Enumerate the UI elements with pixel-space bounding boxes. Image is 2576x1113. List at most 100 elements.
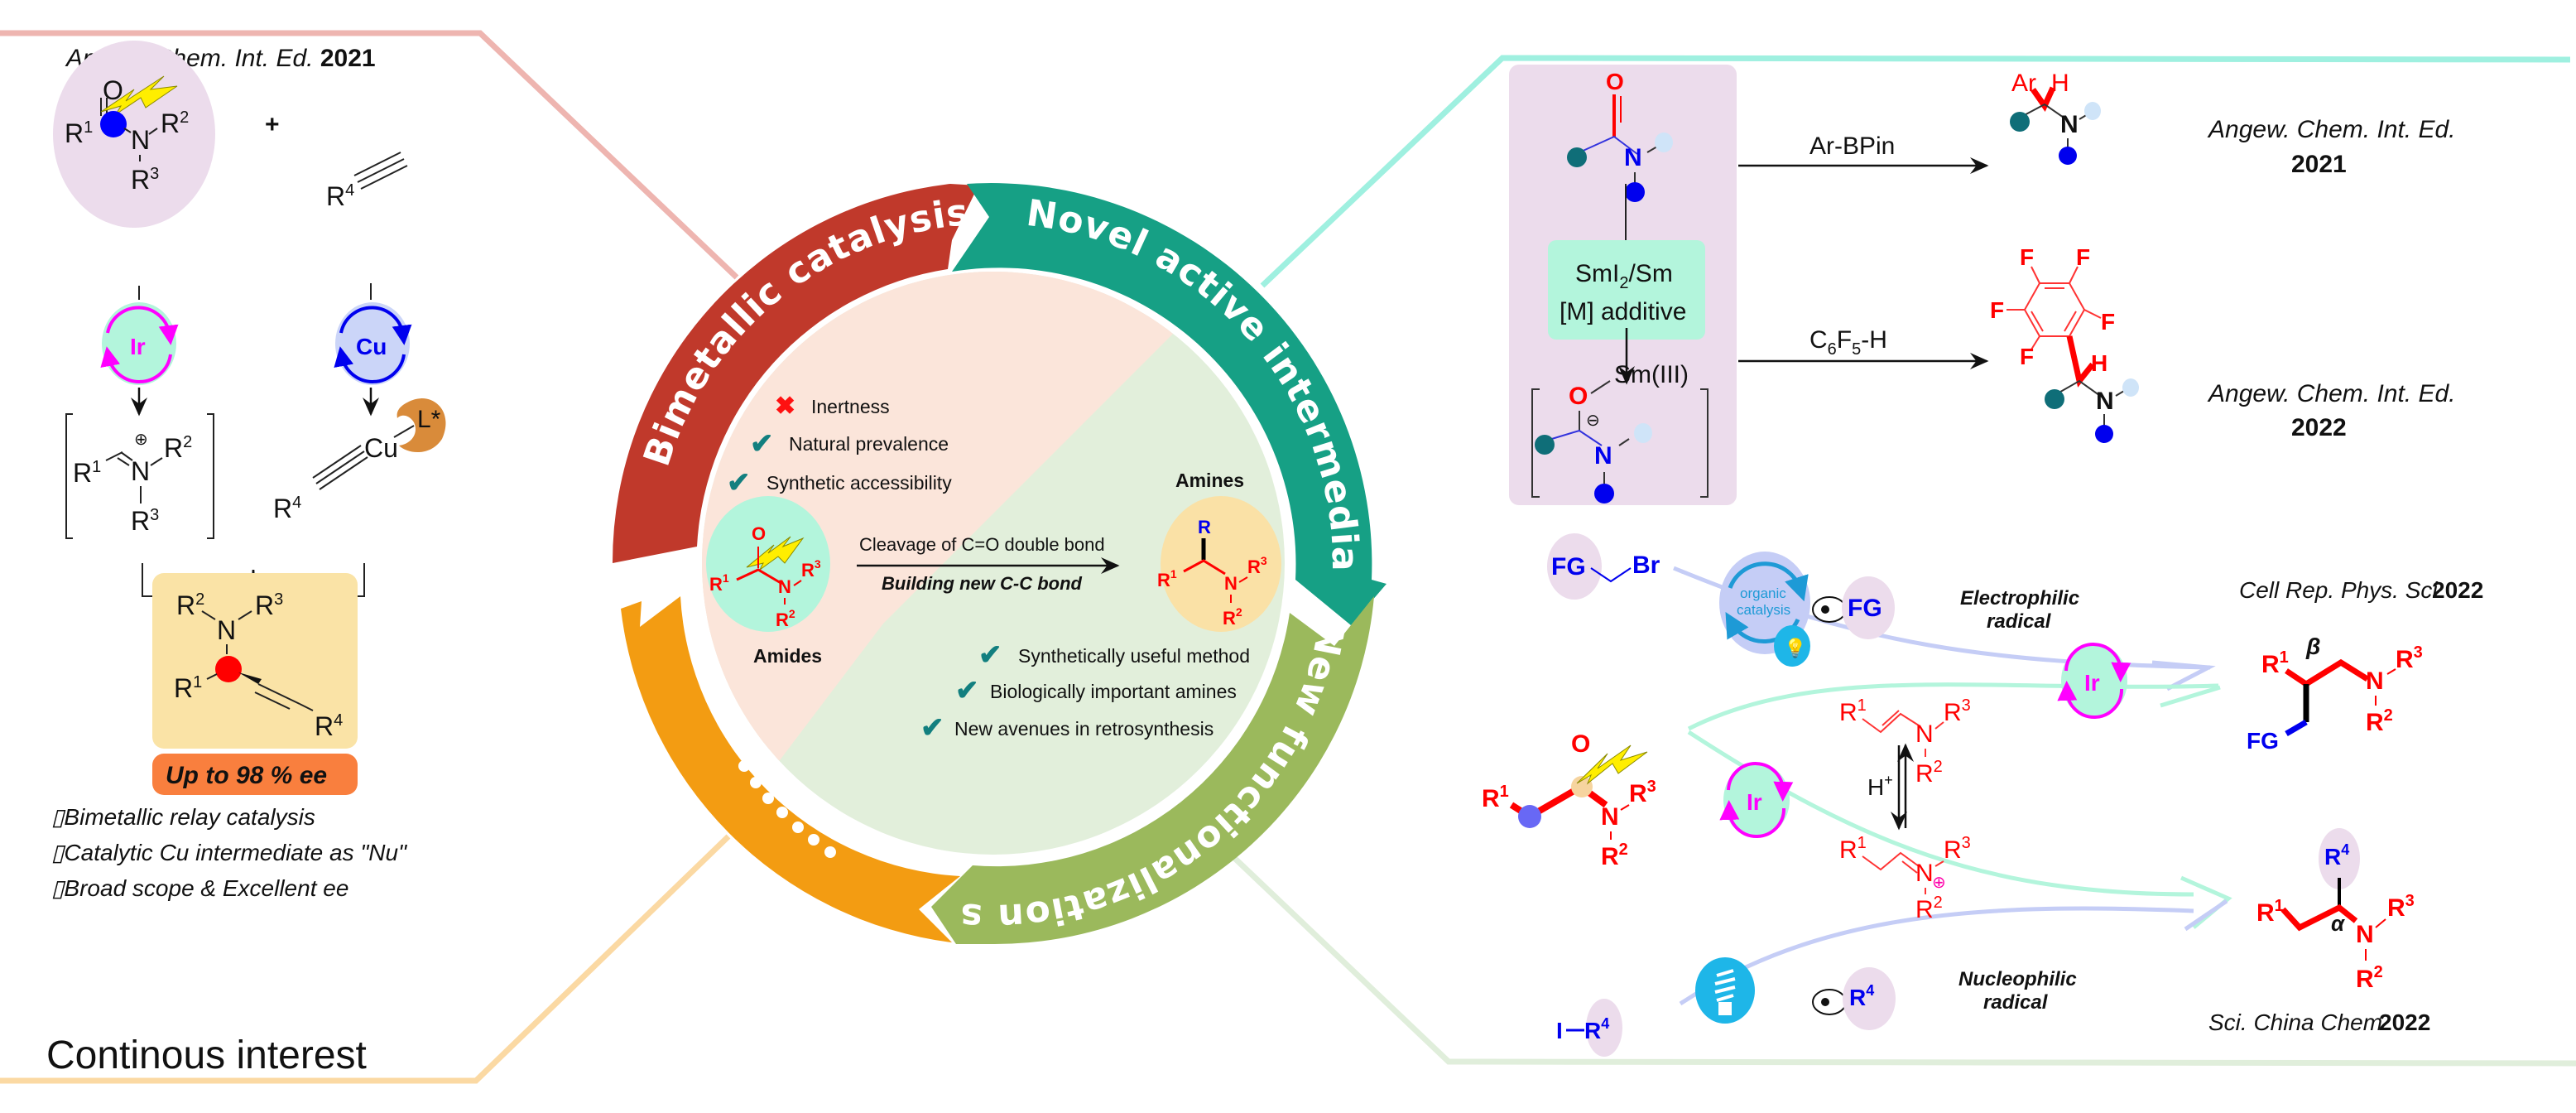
electrophilic-label: Electrophilic xyxy=(1960,587,2079,610)
atom-f: F xyxy=(2020,344,2034,369)
ee-badge xyxy=(152,754,358,795)
substituent-dot xyxy=(1518,805,1541,828)
con-item: Inertness xyxy=(811,396,890,417)
iodine-label: I xyxy=(1556,1018,1563,1043)
atom-r1: R1 xyxy=(1839,834,1867,864)
carbonyl-carbon-dot xyxy=(1571,776,1593,797)
check-icon: ✔ xyxy=(750,428,774,460)
atom-r3: R3 xyxy=(801,557,821,581)
atom-r: R xyxy=(1198,517,1211,537)
atom-r1: R1 xyxy=(1157,567,1177,590)
atom-n: N xyxy=(1224,573,1238,594)
h-plus-label: H+ xyxy=(1867,772,1893,800)
ring-segment-new-func xyxy=(931,596,1374,945)
ir-label: Ir xyxy=(2084,670,2100,696)
substituent-dot xyxy=(1655,132,1673,152)
atom-r2: R2 xyxy=(776,607,795,630)
atom-h: H xyxy=(2091,350,2107,376)
ir-catalyst-icon: Ir xyxy=(1719,762,1794,838)
beta-label: β xyxy=(2305,634,2320,659)
ring-segment-more xyxy=(621,596,960,942)
ir-catalyst-icon: Ir xyxy=(100,302,179,385)
lightbulb-icon xyxy=(1695,957,1755,1024)
catalysis-label: catalysis xyxy=(1737,602,1790,618)
substituent-dot xyxy=(2045,389,2064,409)
atom-r1: R1 xyxy=(2256,897,2284,927)
footer-title: Continous interest xyxy=(46,1034,367,1077)
lightbulb-icon: 💡 xyxy=(1784,638,1806,658)
atom-r4: R4 xyxy=(315,711,343,741)
amides-label: Amides xyxy=(753,645,822,667)
ring-segment-bimetallic xyxy=(612,184,978,563)
atom-f: F xyxy=(2076,244,2090,270)
amines-label: Amines xyxy=(1175,470,1244,491)
atom-n: N xyxy=(1601,803,1619,831)
substituent-dot xyxy=(1567,147,1587,167)
frame-line-orange xyxy=(0,834,731,1084)
electrophilic-radical-label: radical xyxy=(1987,610,2052,633)
reagent-box xyxy=(1548,240,1705,340)
atom-r1: R1 xyxy=(174,673,202,703)
pro-item: Synthetically useful method xyxy=(1018,645,1250,667)
organic-catalysis-icon: organic catalysis 💡 xyxy=(1719,552,1810,667)
substituent-dot xyxy=(1535,435,1555,455)
ring-segment-novel xyxy=(952,183,1387,626)
substituent-dot xyxy=(1594,484,1614,504)
atom-r2: R2 xyxy=(2356,963,2383,993)
product-box xyxy=(152,573,358,749)
frame-line-pink xyxy=(0,30,739,280)
plus-sign: + xyxy=(265,111,280,138)
ir-catalyst-icon: Ir xyxy=(2057,643,2131,719)
plus-charge: ⊕ xyxy=(134,431,148,449)
atom-f: F xyxy=(2101,309,2115,335)
cycle-ring xyxy=(612,183,1387,945)
atom-r3: R3 xyxy=(1944,696,1971,726)
atom-r2: R2 xyxy=(1915,894,1943,923)
fg-product-label: FG xyxy=(2247,728,2279,754)
cite-2021-year: 2021 xyxy=(2291,151,2347,178)
fg-radical-label: FG xyxy=(1848,595,1882,622)
cite-cell-journal: Cell Rep. Phys. Sci. xyxy=(2239,577,2444,603)
ir-label: Ir xyxy=(1747,789,1762,815)
check-icon: ✔ xyxy=(920,712,944,744)
atom-n: N xyxy=(131,125,150,155)
cite-scichina-year: 2022 xyxy=(2379,1009,2430,1035)
atom-n: N xyxy=(1915,720,1934,748)
atom-o: O xyxy=(752,523,766,544)
nucleophilic-label: Nucleophilic xyxy=(1958,968,2077,990)
atom-r1: R1 xyxy=(1839,696,1867,726)
atom-o: O xyxy=(1571,730,1590,758)
arrow-label-top: Cleavage of C=O double bond xyxy=(859,534,1105,555)
carbon-highlight-dot xyxy=(100,111,127,137)
atom-n: N xyxy=(2366,667,2384,695)
right-bottom-panel: FG Br organic catalysis 💡 FG Electrophil… xyxy=(1482,533,2483,1057)
atom-h: H xyxy=(2051,70,2069,97)
atom-r2: R2 xyxy=(1915,758,1943,788)
r4-radical-label: R4 xyxy=(1849,982,1874,1010)
lightning-icon xyxy=(746,536,805,571)
atom-n: N xyxy=(778,576,791,597)
pro-item: Biologically important amines xyxy=(990,681,1237,702)
atom-o: O xyxy=(1606,69,1624,94)
cite-2021-journal: Angew. Chem. Int. Ed. xyxy=(2207,116,2456,143)
atom-r4: R4 xyxy=(1584,1015,1609,1043)
atom-r4: R4 xyxy=(326,181,354,211)
br-label: Br xyxy=(1632,552,1660,579)
atom-r3: R3 xyxy=(131,165,159,195)
atom-n: N xyxy=(2356,921,2374,948)
atom-r2: R2 xyxy=(161,108,189,138)
minus-charge: ⊖ xyxy=(1586,412,1600,430)
atom-r2: R2 xyxy=(164,433,192,463)
ring-dots xyxy=(738,760,836,858)
frame-line-teal xyxy=(1260,55,2571,288)
atom-r1: R1 xyxy=(709,571,729,595)
atom-n: N xyxy=(2096,388,2114,415)
ee-label: Up to 98 % ee xyxy=(166,762,327,789)
substituent-dot xyxy=(2084,102,2101,120)
organic-label: organic xyxy=(1740,585,1786,601)
atom-r4: R4 xyxy=(2324,841,2349,870)
atom-r3: R3 xyxy=(2387,892,2415,922)
reagent-line2: [M] additive xyxy=(1560,298,1686,325)
frame-line-green xyxy=(1228,852,2576,1067)
